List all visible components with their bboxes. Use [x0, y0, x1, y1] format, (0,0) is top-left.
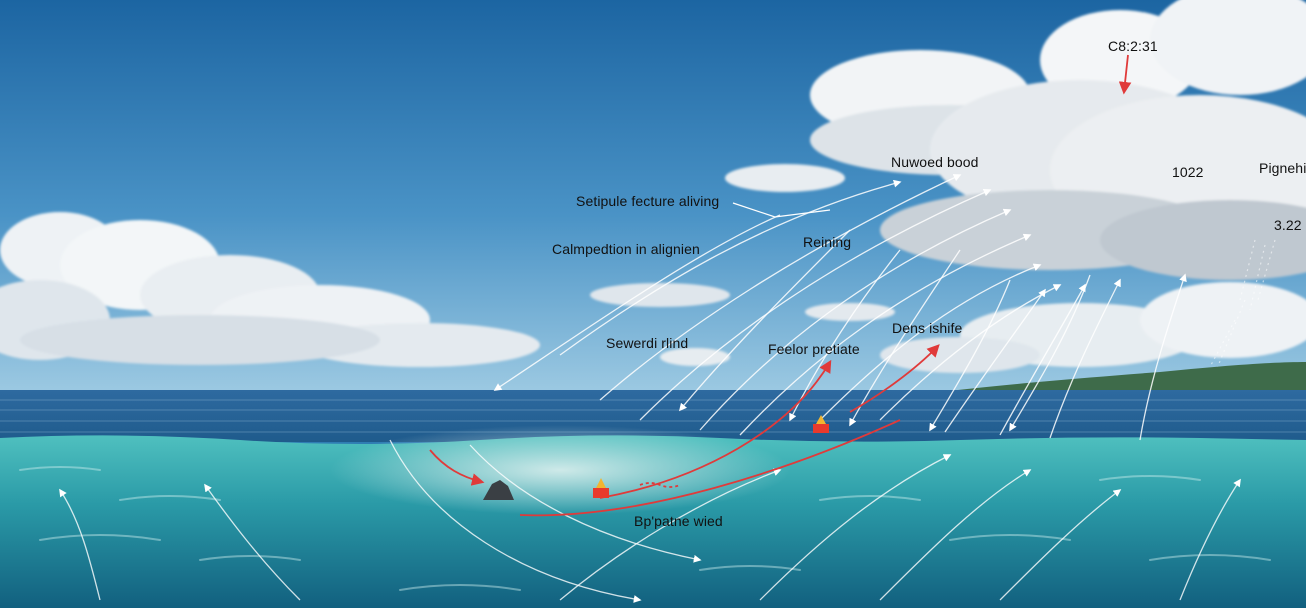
buoy-right [813, 415, 829, 433]
red-arrow-dash [639, 482, 681, 488]
left-cloud-bank [0, 212, 540, 367]
red-force-arrows [429, 54, 1132, 517]
label-top-value: C8:2:31 [1108, 38, 1158, 54]
label-1022: 1022 [1172, 164, 1204, 180]
label-feature: Setipule fecture aliving [576, 193, 720, 209]
rock [483, 480, 514, 500]
label-seaward: Sewerdi rlind [606, 335, 689, 351]
label-dens: Dens ishife [892, 320, 963, 336]
island [940, 362, 1306, 392]
red-arrow-top [1118, 54, 1132, 95]
red-arrow-center [599, 359, 832, 499]
storm-cloud [810, 0, 1306, 280]
label-alignment: Calmpedtion in alignien [552, 241, 700, 257]
rain-streaks [1194, 239, 1276, 411]
label-322: 3.22 [1274, 217, 1302, 233]
label-feeler: Feelor pretiate [768, 341, 860, 357]
near-sea [0, 435, 1306, 608]
sea-foam [19, 466, 1271, 591]
label-cloud: Nuwoed bood [891, 154, 979, 170]
red-arrow-left [429, 449, 485, 486]
mid-clouds [590, 164, 895, 366]
buoy-center [593, 478, 609, 498]
red-arrow-right [849, 344, 940, 413]
current-flow-arrows [59, 439, 1241, 603]
label-right: Pignehi [1259, 160, 1306, 176]
red-arrow-bottom [519, 419, 901, 517]
label-reining: Reining [803, 234, 852, 250]
label-bottom: Bp'patne wied [634, 513, 723, 529]
wind-flow-arrows [493, 174, 1187, 441]
